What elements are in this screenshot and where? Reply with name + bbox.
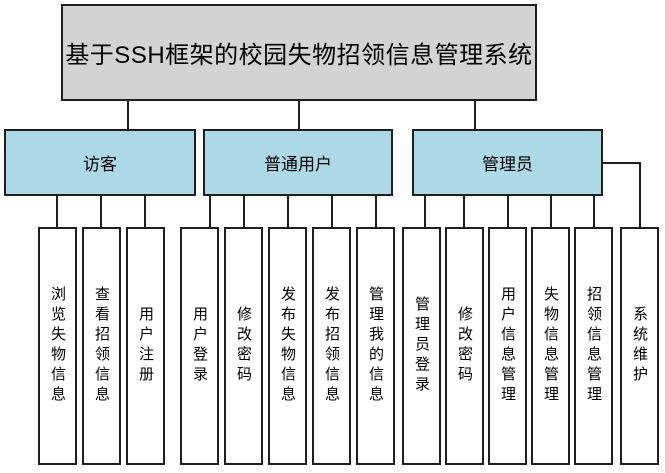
leaf-node-publish-lost-info: 发布失物信息 [268, 227, 307, 465]
leaf-label: 管理员登录 [413, 296, 430, 396]
leaf-node-view-found-info: 查看招领信息 [82, 227, 121, 465]
leaf-label: 浏览失物信息 [49, 286, 66, 406]
group-node-visitor-label: 访客 [83, 155, 117, 174]
leaf-label: 发布招领信息 [323, 286, 340, 406]
connector-line [100, 196, 102, 227]
leaf-node-lost-info-management: 失物信息管理 [531, 227, 570, 465]
connector-line [639, 162, 641, 227]
connector-line [375, 196, 377, 227]
leaf-label: 发布失物信息 [279, 286, 296, 406]
leaf-label: 修改密码 [235, 306, 252, 386]
leaf-label: 招领信息管理 [585, 286, 602, 406]
connector-line [56, 196, 58, 227]
leaf-node-user-login: 用户登录 [180, 227, 219, 465]
connector-line [463, 196, 465, 227]
connector-line [243, 196, 245, 227]
leaf-label: 查看招领信息 [93, 286, 110, 406]
leaf-node-change-password: 修改密码 [224, 227, 263, 465]
group-node-visitor: 访客 [4, 129, 196, 196]
leaf-label: 系统维护 [631, 306, 648, 386]
connector-line [601, 162, 641, 164]
connector-line [424, 196, 426, 227]
connector-line [331, 196, 333, 227]
leaf-label: 用户注册 [137, 306, 154, 386]
leaf-node-system-maintenance: 系统维护 [620, 227, 659, 465]
leaf-node-browse-lost-info: 浏览失物信息 [38, 227, 77, 465]
group-node-admin: 管理员 [412, 129, 603, 196]
connector-line [209, 196, 211, 227]
leaf-label: 修改密码 [456, 306, 473, 386]
root-node-label: 基于SSH框架的校园失物招领信息管理系统 [65, 42, 533, 69]
group-node-ordinary-user: 普通用户 [203, 129, 393, 196]
group-node-ordinary-user-label: 普通用户 [264, 155, 332, 174]
connector-line [298, 101, 300, 129]
leaf-label: 失物信息管理 [542, 286, 559, 406]
connector-line [507, 196, 509, 227]
connector-line [127, 101, 129, 129]
leaf-node-found-info-management: 招领信息管理 [574, 227, 613, 465]
leaf-label: 管理我的信息 [367, 286, 384, 406]
leaf-node-admin-change-password: 修改密码 [445, 227, 484, 465]
connector-line [144, 196, 146, 227]
leaf-label: 用户信息管理 [499, 286, 516, 406]
connector-line [550, 196, 552, 227]
leaf-node-publish-found-info: 发布招领信息 [312, 227, 351, 465]
connector-line [593, 196, 595, 227]
leaf-node-manage-my-info: 管理我的信息 [356, 227, 395, 465]
leaf-node-user-info-management: 用户信息管理 [488, 227, 527, 465]
group-node-admin-label: 管理员 [482, 155, 533, 174]
connector-line [287, 196, 289, 227]
connector-line [474, 101, 476, 129]
leaf-label: 用户登录 [191, 306, 208, 386]
root-node: 基于SSH框架的校园失物招领信息管理系统 [61, 4, 537, 101]
leaf-node-admin-login: 管理员登录 [402, 227, 441, 465]
leaf-node-user-register: 用户注册 [126, 227, 165, 465]
